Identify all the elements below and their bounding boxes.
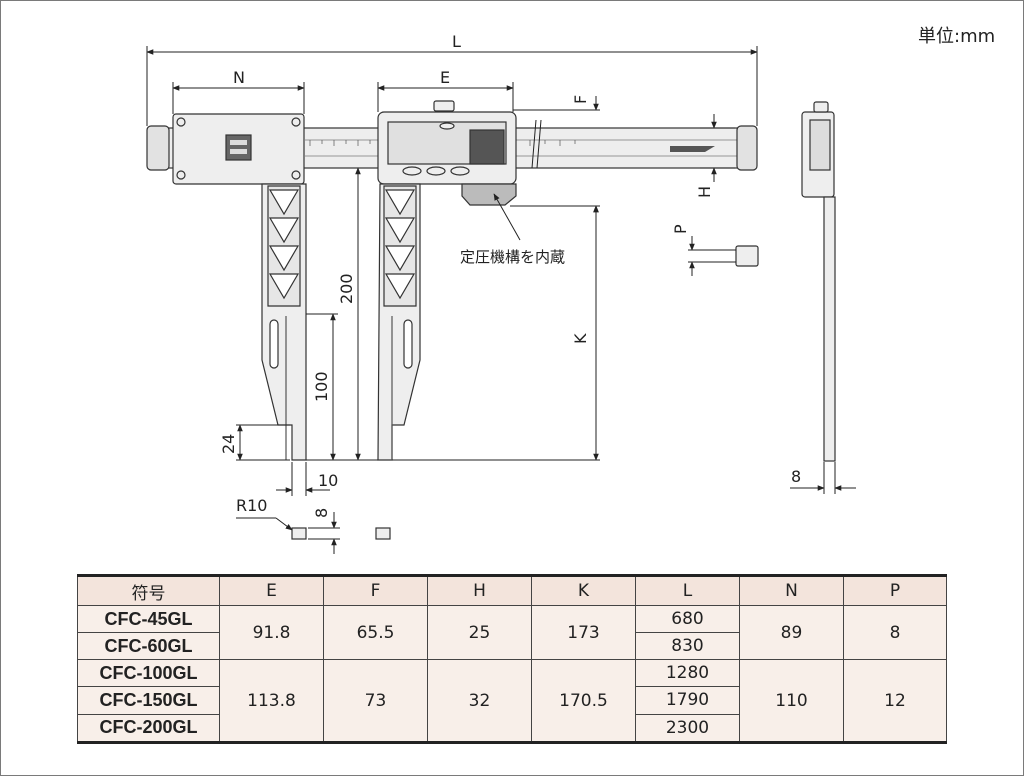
value-n: 89 — [739, 604, 844, 661]
value-f: 73 — [323, 659, 428, 743]
value-f: 65.5 — [323, 604, 428, 661]
fixed-jaw — [172, 113, 307, 461]
value-e: 113.8 — [219, 659, 324, 743]
table-header-row: 符号 E F H K L N P — [77, 575, 947, 606]
side-view — [801, 101, 836, 462]
left-end-cap — [146, 125, 170, 171]
dim-label-8-tip: 8 — [312, 508, 331, 518]
dim-label-f: F — [571, 95, 590, 104]
table-row: CFC-200GL 2300 — [77, 713, 947, 744]
value-l: 2300 — [635, 713, 740, 744]
table-row: CFC-60GL 830 — [77, 632, 947, 661]
header-e: E — [219, 575, 324, 606]
value-k: 173 — [531, 604, 636, 661]
value-p: 12 — [843, 659, 947, 743]
dim-label-k: K — [571, 333, 590, 344]
value-e: 91.8 — [219, 604, 324, 661]
table-row: CFC-45GL 91.8 65.5 25 173 680 89 8 — [77, 604, 947, 661]
value-l: 1280 — [635, 659, 740, 688]
header-n: N — [739, 575, 844, 606]
dim-label-h: H — [695, 186, 714, 198]
dim-label-n: N — [233, 68, 245, 87]
model-cell: CFC-150GL — [77, 686, 220, 715]
contact-piece-p — [735, 245, 759, 267]
dim-label-10: 10 — [318, 471, 338, 490]
header-l: L — [635, 575, 740, 606]
value-h: 25 — [427, 604, 532, 661]
dim-label-200: 200 — [337, 273, 356, 304]
dim-label-p: P — [671, 224, 690, 234]
model-cell: CFC-100GL — [77, 659, 220, 688]
value-l: 1790 — [635, 686, 740, 715]
table-row: CFC-150GL 1790 — [77, 686, 947, 715]
header-code: 符号 — [77, 575, 220, 606]
right-end-cap — [736, 125, 758, 171]
tip-right — [375, 527, 391, 540]
caliper-drawing: L N E F K H P 200 100 24 10 8 R10 8 定圧機構… — [146, 32, 856, 554]
table-row: CFC-100GL 113.8 73 32 170.5 1280 110 12 — [77, 659, 947, 743]
dim-label-l: L — [452, 32, 461, 51]
value-l: 830 — [635, 632, 740, 661]
spec-table: 符号 E F H K L N P CFC-45GL 91.8 65.5 25 1… — [77, 574, 947, 744]
dim-label-r10: R10 — [236, 496, 267, 515]
dim-label-24: 24 — [219, 434, 238, 454]
header-k: K — [531, 575, 636, 606]
value-n: 110 — [739, 659, 844, 743]
model-cell: CFC-45GL — [77, 604, 220, 634]
callout-text: 定圧機構を内蔵 — [460, 248, 565, 266]
value-p: 8 — [843, 604, 947, 661]
header-h: H — [427, 575, 532, 606]
model-cell: CFC-200GL — [77, 713, 220, 744]
dimension-lines — [146, 46, 856, 554]
dim-label-e: E — [440, 68, 450, 87]
model-cell: CFC-60GL — [77, 632, 220, 661]
tip-left — [291, 527, 307, 540]
dim-label-100: 100 — [312, 371, 331, 402]
value-h: 32 — [427, 659, 532, 743]
slider-jaw — [377, 100, 517, 461]
unit-label: 単位:mm — [918, 26, 996, 47]
value-k: 170.5 — [531, 659, 636, 743]
header-p: P — [843, 575, 947, 606]
header-f: F — [323, 575, 428, 606]
value-l: 680 — [635, 604, 740, 634]
dim-label-8-side: 8 — [791, 467, 801, 486]
